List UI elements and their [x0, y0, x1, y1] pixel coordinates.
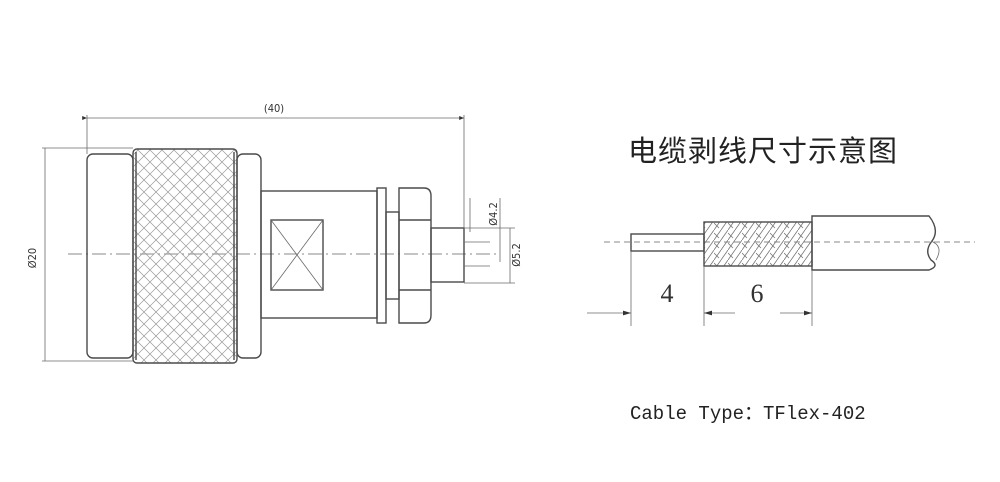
- cable-type-caption: Cable Type：TFlex-402: [630, 403, 866, 425]
- washer: [376, 187, 387, 324]
- cable-jacket: [811, 215, 937, 271]
- cable-stub: [430, 227, 465, 283]
- braid-length-label: 6: [751, 279, 764, 308]
- body-diameter-label: Ø20: [26, 248, 39, 268]
- connector-body: [260, 190, 378, 319]
- wrench-flat: [270, 219, 324, 291]
- knurled-nut-pattern: [133, 149, 237, 363]
- strip-diagram-title: 电缆剥线尺寸示意图: [628, 134, 899, 168]
- braid-pattern: [704, 222, 812, 266]
- connector-front-cap: [86, 153, 134, 359]
- strip-diagram: 4 6: [587, 215, 975, 326]
- cable-diameter-label: Ø5.2: [510, 243, 523, 267]
- conductor-length-label: 4: [661, 279, 674, 308]
- pin-diameter-label: Ø4.2: [487, 202, 500, 226]
- center-conductor: [630, 233, 705, 252]
- connector-drawing: (40) Ø20 Ø4.2 Ø5.2: [26, 102, 523, 364]
- back-nut: [398, 187, 432, 324]
- rear-ring: [236, 153, 262, 359]
- overall-length-label: (40): [264, 102, 284, 115]
